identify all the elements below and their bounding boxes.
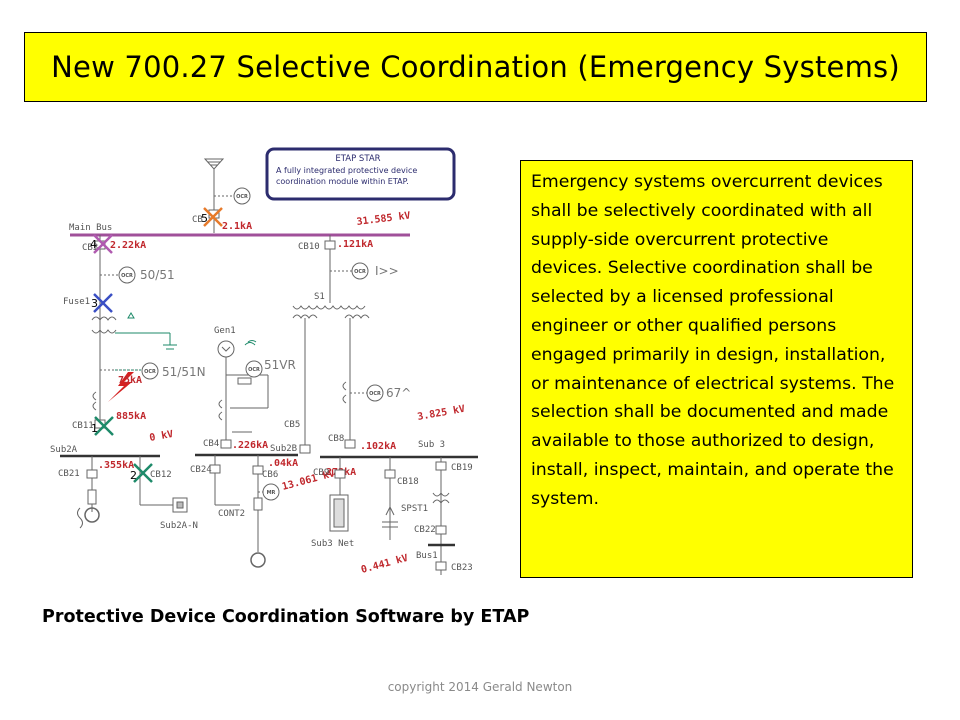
cb5-label: CB5 <box>284 420 300 430</box>
slide-title-box: New 700.27 Selective Coordination (Emerg… <box>24 32 927 102</box>
sub2b-label: Sub2B <box>270 444 297 454</box>
fault-current-885ka: 885kA <box>116 411 146 422</box>
bus1-label: Bus1 <box>416 551 438 561</box>
sub2a-feeders <box>77 456 188 529</box>
generator-branch <box>217 340 269 440</box>
marker-2-number: 2 <box>130 469 137 482</box>
sub3-net-label: Sub3 Net <box>311 539 354 549</box>
fault-current-75ka: 75kA <box>118 375 142 386</box>
svg-text:OCR: OCR <box>236 194 248 200</box>
ocr-relay-icon-left: OCR <box>118 266 136 284</box>
cb8-label: CB8 <box>328 434 344 444</box>
star-box-title: ETAP STAR <box>335 154 380 164</box>
sub3-label: Sub 3 <box>418 440 445 450</box>
marker-3-number: 3 <box>91 297 98 310</box>
fault-current-102ka: .102kA <box>360 441 396 452</box>
ocr-relay-icon-gnd: OCR <box>115 362 159 380</box>
sub2a-kv: 0 kV <box>149 429 175 444</box>
fault-current-2-1ka: 2.1kA <box>222 221 252 232</box>
svg-text:OCR: OCR <box>248 367 260 373</box>
ocr-relay-icon-s1: OCR <box>351 262 369 280</box>
spst1-label: SPST1 <box>401 504 428 514</box>
relay-51-51n-label: 51/51N <box>162 365 206 379</box>
sub2b-feeders <box>209 455 280 568</box>
svg-text:OCR: OCR <box>369 391 381 397</box>
sub3-feeders <box>329 457 450 575</box>
ocr-relay-icon-gen: OCR <box>245 360 263 378</box>
cb-label: CB <box>192 215 203 225</box>
main-bus-kv: 31.585 kV <box>356 210 411 228</box>
cb19-label: CB19 <box>451 463 473 473</box>
cb12-label: CB12 <box>150 470 172 480</box>
relay-i-label: I>> <box>375 264 399 278</box>
marker-1: 1 <box>91 416 114 436</box>
utility-source-icon <box>203 158 225 233</box>
cb4-breaker <box>220 439 232 449</box>
etap-star-box: ETAP STAR A fully integrated protective … <box>265 147 456 201</box>
copyright-notice: copyright 2014 Gerald Newton <box>387 680 573 694</box>
marker-4-number: 4 <box>90 238 97 251</box>
fault-current-121ka: .121kA <box>337 239 373 250</box>
cb9-label: CB9 <box>313 468 329 478</box>
relay-50-51-label: 50/51 <box>140 268 175 282</box>
ocr-relay-icon: OCR <box>214 187 251 205</box>
slide-title: New 700.27 Selective Coordination (Emerg… <box>51 50 900 84</box>
fault-current-226ka: .226kA <box>232 440 268 451</box>
sub3-kv: 3.825 kV <box>417 404 466 423</box>
requirement-text: Emergency systems overcurrent devices sh… <box>531 172 895 509</box>
cb21-label: CB21 <box>58 469 80 479</box>
cont2-label: CONT2 <box>218 509 245 519</box>
svg-text:OCR: OCR <box>144 369 156 375</box>
software-caption: Protective Device Coordination Software … <box>42 607 530 627</box>
cb4-label: CB4 <box>203 439 219 449</box>
fault-current-04ka: .04kA <box>268 458 298 469</box>
cb23-label: CB23 <box>451 563 473 573</box>
bus1-kv: 0.441 kV <box>360 553 409 576</box>
gen1-label: Gen1 <box>214 326 236 336</box>
cb22-label: CB22 <box>414 525 436 535</box>
marker-1-number: 1 <box>91 422 98 435</box>
main-bus-label: Main Bus <box>69 223 112 233</box>
ground-path <box>115 312 177 350</box>
s1-label: S1 <box>314 292 325 302</box>
s1-transformer-branch <box>292 235 370 454</box>
marker-4: 4 <box>90 234 113 254</box>
marker-2: 2 <box>130 463 153 483</box>
mr-label: MR <box>267 490 276 496</box>
star-box-line2: coordination module within ETAP. <box>276 177 409 186</box>
fault-current-355ka: .355kA <box>98 460 134 471</box>
cb6-label: CB6 <box>262 470 278 480</box>
cb3-label: CB3 <box>82 243 98 253</box>
svg-text:OCR: OCR <box>121 273 133 279</box>
ocr-relay-icon-67: OCR <box>366 384 384 402</box>
marker-5: 5 <box>201 207 223 227</box>
requirement-text-box: Emergency systems overcurrent devices sh… <box>520 160 913 578</box>
marker-3: 3 <box>91 293 113 313</box>
svg-text:OCR: OCR <box>354 269 366 275</box>
fuse1-label: Fuse1 <box>63 297 90 307</box>
relay-67-label: 67^ <box>386 386 411 400</box>
sub2a-n-label: Sub2A-N <box>160 521 198 531</box>
sub2a-label: Sub2A <box>50 445 78 455</box>
star-box-line1: A fully integrated protective device <box>276 166 417 175</box>
cb10-label: CB10 <box>298 242 320 252</box>
cb24-label: CB24 <box>190 465 212 475</box>
cb11-label: CB11 <box>72 421 94 431</box>
marker-5-number: 5 <box>201 212 208 225</box>
fault-current-2-22ka: 2.22kA <box>110 240 146 251</box>
cb18-label: CB18 <box>397 477 419 487</box>
left-feeder <box>91 235 140 420</box>
relay-51vr-label: 51VR <box>264 358 296 372</box>
